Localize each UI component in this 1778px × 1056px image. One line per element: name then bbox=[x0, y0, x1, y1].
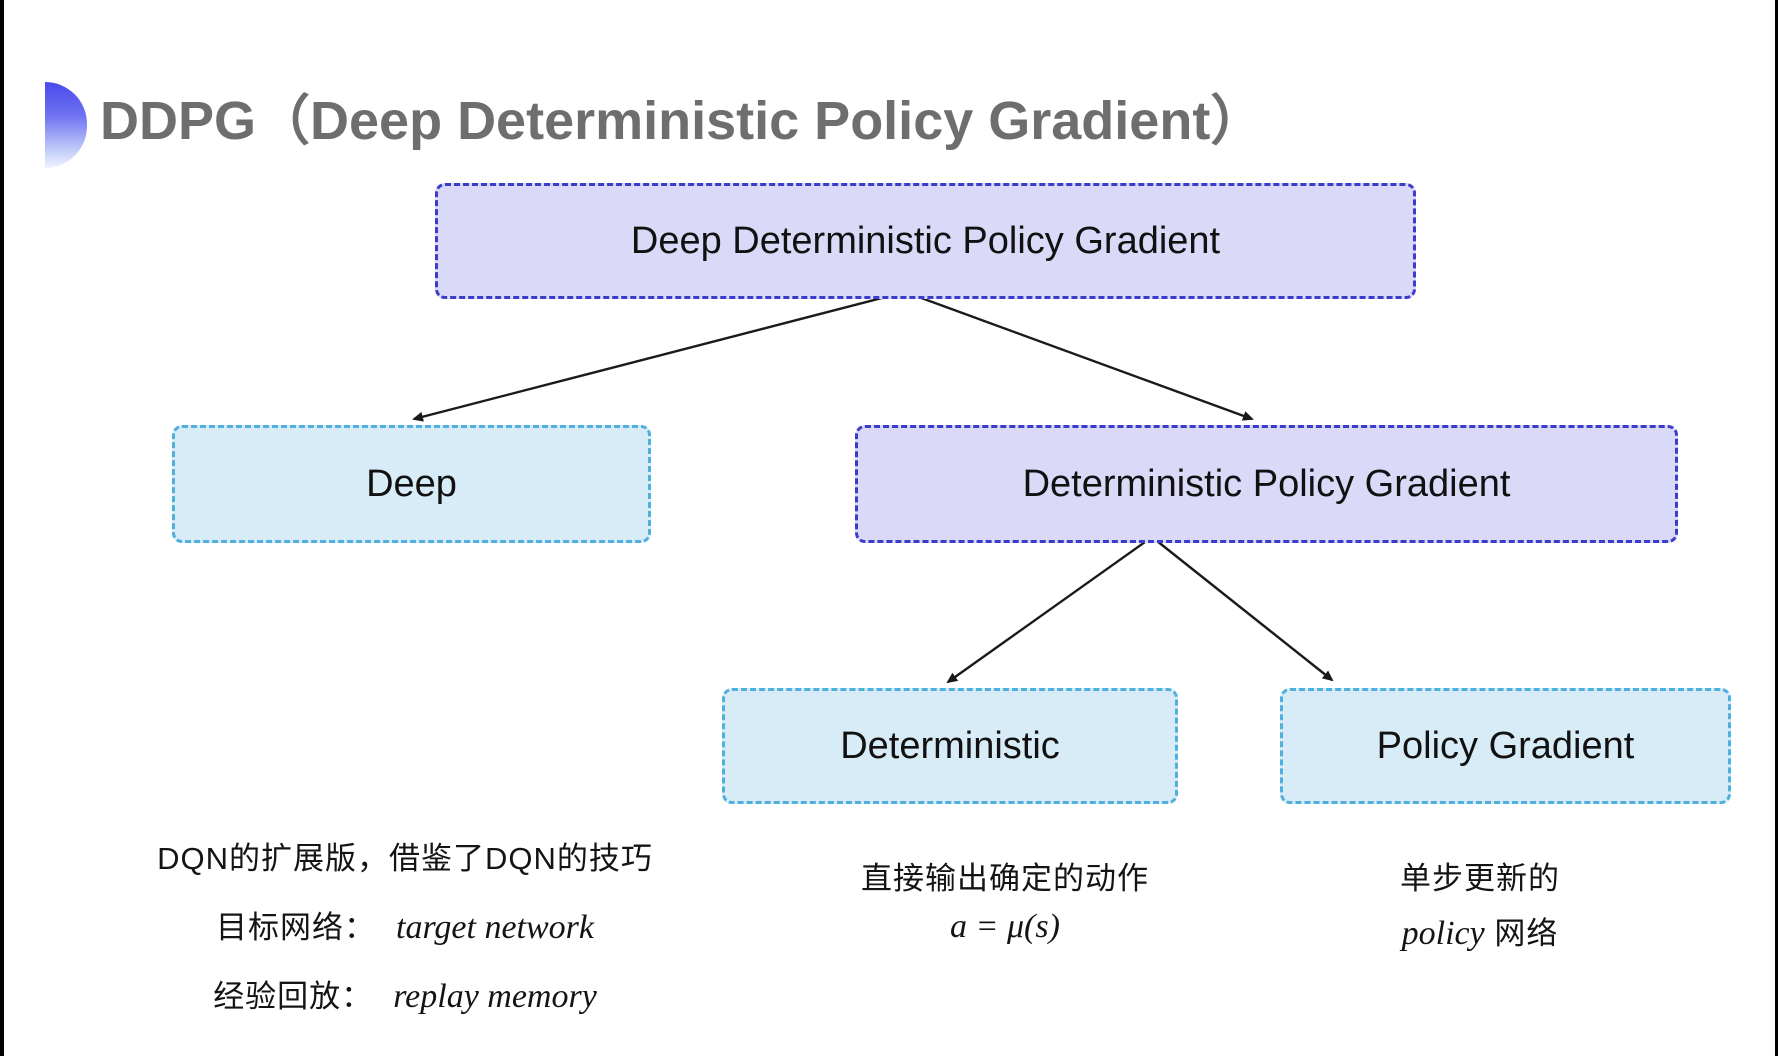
node-label: Deep bbox=[366, 462, 457, 505]
edge-dpg-to-policy-gradient bbox=[1151, 536, 1334, 682]
note-line: DQN的扩展版，借鉴了DQN的技巧 bbox=[157, 841, 653, 876]
page-title: DDPG（Deep Deterministic Policy Gradient） bbox=[100, 91, 1265, 151]
note-label-replay-memory: 经验回放： bbox=[213, 979, 374, 1014]
note-network-word: 网络 bbox=[1484, 916, 1559, 951]
note-label-target-network: 目标网络： bbox=[216, 910, 376, 945]
node-policy-gradient: Policy Gradient bbox=[1280, 688, 1731, 804]
node-label: Deterministic bbox=[840, 724, 1060, 767]
node-deep: Deep bbox=[172, 425, 651, 543]
notes-policy-network: 单步更新的 policy 网络 bbox=[1280, 853, 1680, 963]
note-line: 单步更新的 bbox=[1400, 861, 1560, 896]
note-formula: a = μ(s) bbox=[950, 908, 1060, 945]
note-line: 目标网络： target network bbox=[110, 902, 700, 947]
note-value-target-network: target network bbox=[396, 909, 594, 946]
node-label: Policy Gradient bbox=[1376, 724, 1635, 767]
note-line: 经验回放： replay memory bbox=[110, 971, 700, 1016]
title-bullet-icon bbox=[45, 82, 87, 168]
notes-deterministic-action: 直接输出确定的动作 a = μ(s) bbox=[805, 853, 1205, 956]
edge-dpg-to-deterministic bbox=[946, 536, 1153, 684]
notes-dqn-extension: DQN的扩展版，借鉴了DQN的技巧 目标网络： target network 经验… bbox=[110, 833, 700, 1040]
right-edge-border bbox=[1775, 0, 1778, 1056]
node-deep-deterministic-policy-gradient: Deep Deterministic Policy Gradient bbox=[435, 183, 1416, 299]
note-line: 直接输出确定的动作 bbox=[861, 861, 1149, 896]
node-deterministic: Deterministic bbox=[722, 688, 1178, 804]
note-value-replay-memory: replay memory bbox=[393, 978, 597, 1015]
node-label: Deterministic Policy Gradient bbox=[1022, 462, 1511, 505]
note-policy-word: policy bbox=[1401, 915, 1485, 952]
note-line: policy 网络 bbox=[1280, 908, 1680, 953]
node-deterministic-policy-gradient: Deterministic Policy Gradient bbox=[855, 425, 1678, 543]
node-label: Deep Deterministic Policy Gradient bbox=[630, 219, 1221, 262]
edge-ddpg-to-deep bbox=[412, 290, 906, 422]
left-edge-border bbox=[0, 0, 4, 1056]
edge-ddpg-to-dpg bbox=[904, 290, 1254, 421]
